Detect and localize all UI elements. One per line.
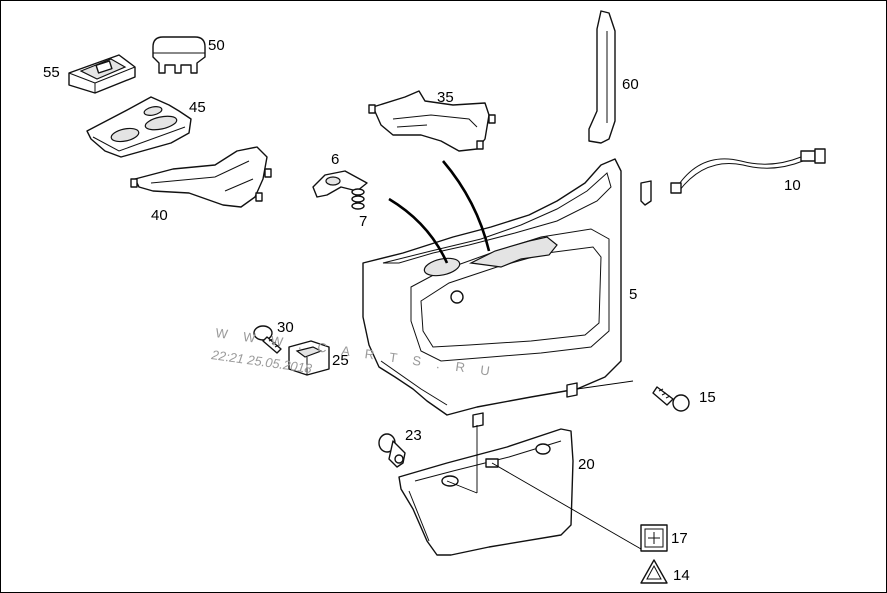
callout-50: 50 [208, 37, 225, 54]
callout-14: 14 [673, 567, 690, 584]
part-35-grab-handle[interactable] [368, 90, 496, 152]
part-17-label[interactable] [640, 524, 668, 552]
part-40-armrest[interactable] [130, 146, 272, 208]
part-55-switch-block[interactable] [68, 54, 136, 94]
callout-45: 45 [189, 99, 206, 116]
part-60-window-trim[interactable] [588, 10, 616, 144]
callout-25: 25 [332, 352, 349, 369]
part-30-screw[interactable] [253, 325, 282, 354]
callout-60: 60 [622, 76, 639, 93]
ref-line-bolt [576, 380, 634, 390]
part-20-lower-trim[interactable] [398, 412, 574, 556]
part-23-push-rivet[interactable] [378, 433, 406, 468]
callout-15: 15 [699, 389, 716, 406]
ref-line-clip-b [446, 480, 478, 494]
callout-35: 35 [437, 89, 454, 106]
callout-55: 55 [43, 64, 60, 81]
callout-40: 40 [151, 207, 168, 224]
ref-line-label [491, 462, 642, 550]
part-45-switch-panel[interactable] [86, 96, 192, 158]
part-50-cover-cap[interactable] [152, 36, 206, 74]
callout-17: 17 [671, 530, 688, 547]
lead-line-handle [388, 197, 449, 264]
part-7-washers[interactable] [351, 188, 365, 210]
callout-5: 5 [629, 286, 637, 303]
callout-23: 23 [405, 427, 422, 444]
callout-10: 10 [784, 177, 801, 194]
part-15-bolt[interactable] [652, 386, 690, 412]
part-25-clip[interactable] [288, 340, 330, 376]
part-14-warning-triangle[interactable] [640, 559, 668, 584]
callout-7: 7 [359, 213, 367, 230]
part-5-door-panel[interactable] [362, 158, 622, 416]
callout-20: 20 [578, 456, 595, 473]
callout-30: 30 [277, 319, 294, 336]
part-10-cable[interactable] [640, 148, 826, 206]
lead-line-grab-handle [442, 160, 491, 252]
callout-6: 6 [331, 151, 339, 168]
